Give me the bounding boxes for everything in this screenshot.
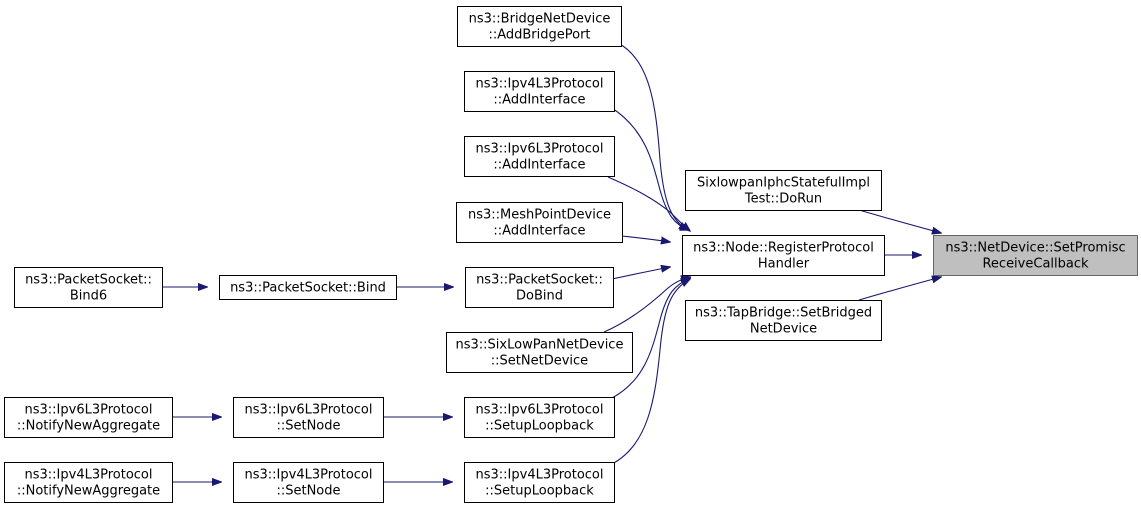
node-label-line: ns3::Ipv6L3Protocol: [245, 403, 373, 418]
node-label-line: ns3::BridgeNetDevice: [469, 12, 611, 27]
node-label-line: ::AddBridgePort: [488, 28, 590, 43]
node-mesh-add-iface[interactable]: ns3::MeshPointDevice::AddInterface: [456, 202, 623, 243]
node-label-line: ns3::TapBridge::SetBridged: [695, 306, 872, 321]
node-box: [464, 71, 615, 112]
node-label-line: ns3::Ipv4L3Protocol: [25, 468, 153, 483]
edge-bridge-add-port-to-register: [617, 42, 688, 230]
node-box: [456, 202, 623, 243]
node-label-line: DoBind: [516, 289, 563, 304]
node-label-line: ReceiveCallback: [982, 257, 1089, 272]
node-label-line: Test::DoRun: [744, 192, 822, 207]
node-box: [465, 267, 614, 308]
node-ipv4-add-iface[interactable]: ns3::Ipv4L3Protocol::AddInterface: [464, 71, 615, 112]
node-label-line: ::NotifyNewAggregate: [17, 484, 160, 499]
node-label-line: ::SetNode: [276, 484, 340, 499]
node-label-line: ::AddInterface: [493, 224, 585, 239]
node-label-line: NetDevice: [750, 322, 817, 337]
node-sixlowpan-set-netdev[interactable]: ns3::SixLowPanNetDevice::SetNetDevice: [446, 332, 633, 373]
edge-ipv6-setup-loopback-to-register: [611, 278, 690, 399]
node-box: [933, 235, 1138, 276]
edge-ps-dobind-to-register: [611, 267, 670, 280]
nodes-layer: ns3::NetDevice::SetPromiscReceiveCallbac…: [4, 6, 1138, 503]
node-label-line: ns3::PacketSocket::: [476, 273, 603, 288]
node-box: [682, 235, 885, 276]
node-box: [14, 267, 163, 308]
node-box: [685, 170, 882, 211]
node-label-line: ns3::Ipv6L3Protocol: [476, 403, 604, 418]
node-box: [233, 462, 384, 503]
node-label-line: ns3::Ipv6L3Protocol: [476, 142, 604, 157]
node-ipv4-setup-loopback[interactable]: ns3::Ipv4L3Protocol::SetupLoopback: [464, 462, 615, 503]
node-ipv6-notify[interactable]: ns3::Ipv6L3Protocol::NotifyNewAggregate: [4, 397, 173, 438]
node-label-line: ::SetNode: [276, 419, 340, 434]
node-label-line: ::AddInterface: [493, 93, 585, 108]
node-label-line: ns3::MeshPointDevice: [468, 208, 611, 223]
node-label-line: ns3::Ipv4L3Protocol: [245, 468, 373, 483]
node-label-line: ns3::PacketSocket::: [25, 273, 152, 288]
node-label-line: ns3::Node::RegisterProtocol: [693, 241, 874, 256]
node-label-line: ::NotifyNewAggregate: [17, 419, 160, 434]
node-label-line: ::SetNetDevice: [491, 354, 588, 369]
node-ipv4-notify[interactable]: ns3::Ipv4L3Protocol::NotifyNewAggregate: [4, 462, 173, 503]
node-bridge-add-port[interactable]: ns3::BridgeNetDevice::AddBridgePort: [457, 6, 622, 47]
edge-sixlowpan-set-netdev-to-register: [603, 277, 690, 333]
node-label-line: ns3::Ipv4L3Protocol: [476, 77, 604, 92]
node-ipv6-setnode[interactable]: ns3::Ipv6L3Protocol::SetNode: [233, 397, 384, 438]
node-ipv6-add-iface[interactable]: ns3::Ipv6L3Protocol::AddInterface: [464, 136, 615, 177]
node-box: [685, 300, 882, 341]
node-ps-bind[interactable]: ns3::PacketSocket::Bind: [219, 275, 397, 300]
node-label-line: SixlowpanIphcStatefulImpl: [697, 176, 870, 191]
node-label-line: ns3::PacketSocket::Bind: [230, 281, 386, 296]
node-box: [4, 397, 173, 438]
node-ps-bind6[interactable]: ns3::PacketSocket::Bind6: [14, 267, 163, 308]
node-ipv4-setnode[interactable]: ns3::Ipv4L3Protocol::SetNode: [233, 462, 384, 503]
edge-ipv6-add-iface-to-register: [607, 176, 690, 231]
node-label-line: ns3::Ipv4L3Protocol: [476, 468, 604, 483]
node-ipv6-setup-loopback[interactable]: ns3::Ipv6L3Protocol::SetupLoopback: [464, 397, 615, 438]
node-box: [446, 332, 633, 373]
node-box: [233, 397, 384, 438]
node-label-line: ns3::NetDevice::SetPromisc: [945, 241, 1125, 256]
node-box: [457, 6, 622, 47]
node-root[interactable]: ns3::NetDevice::SetPromiscReceiveCallbac…: [933, 235, 1138, 276]
node-label-line: Handler: [758, 257, 810, 272]
edge-ipv4-setup-loopback-to-register: [611, 279, 690, 465]
edges-layer: [162, 42, 941, 482]
node-label-line: ::SetupLoopback: [485, 484, 594, 499]
node-label-line: Bind6: [70, 289, 107, 304]
node-label-line: ::AddInterface: [493, 158, 585, 173]
node-label-line: ::SetupLoopback: [485, 419, 594, 434]
node-box: [464, 462, 615, 503]
node-box: [4, 462, 173, 503]
edge-ipv4-add-iface-to-register: [611, 107, 689, 230]
node-box: [464, 136, 615, 177]
node-ps-dobind[interactable]: ns3::PacketSocket::DoBind: [465, 267, 614, 308]
node-box: [464, 397, 615, 438]
edge-sixlowpan-test-to-root: [858, 209, 941, 233]
node-box: [219, 275, 397, 300]
edge-mesh-add-iface-to-register: [621, 235, 670, 242]
edge-tapbridge-to-root: [858, 277, 941, 301]
node-label-line: ns3::Ipv6L3Protocol: [25, 403, 153, 418]
node-label-line: ns3::SixLowPanNetDevice: [456, 338, 624, 353]
